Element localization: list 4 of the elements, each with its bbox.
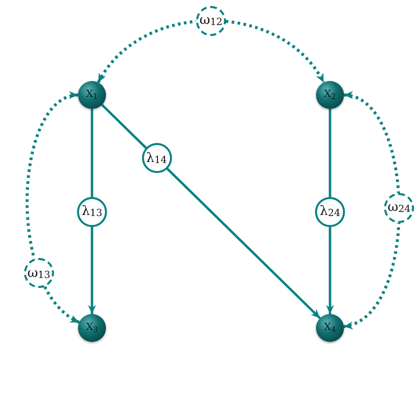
double-headed-arrow	[97, 19, 325, 84]
double-headed-arrow	[26, 93, 80, 324]
double-headed-arrow	[343, 93, 401, 328]
arrow	[101, 104, 321, 320]
